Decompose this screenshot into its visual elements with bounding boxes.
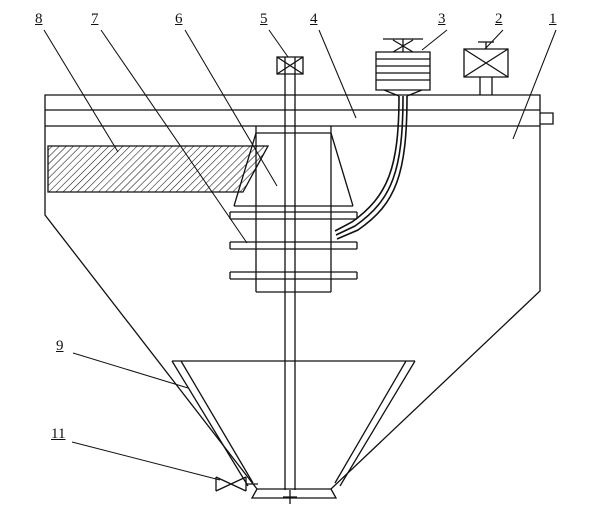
- callout-label-2: 2: [495, 11, 503, 27]
- drive-shaft: [283, 57, 297, 504]
- bottom-flange: [250, 488, 338, 499]
- leader-lines: [43, 29, 557, 481]
- tray-baffles: [229, 211, 358, 280]
- feedwell-column: [255, 126, 332, 293]
- callout-label-11: 11: [51, 426, 66, 442]
- callout-label-6: 6: [175, 11, 183, 27]
- hatched-plate: [47, 145, 270, 193]
- shaft-top-bearing: [276, 56, 304, 75]
- overflow-stub: [540, 112, 554, 125]
- callout-label-5: 5: [260, 11, 268, 27]
- deck-bridge: [45, 109, 540, 127]
- callout-label-9: 9: [56, 338, 64, 354]
- inner-cone: [171, 360, 416, 487]
- junction-box: [463, 41, 509, 95]
- callout-label-8: 8: [35, 11, 43, 27]
- feed-pipe: [334, 95, 408, 240]
- callout-label-1: 1: [549, 11, 557, 27]
- discharge-valve: [215, 476, 258, 492]
- callout-label-7: 7: [91, 11, 99, 27]
- callout-label-4: 4: [310, 11, 318, 27]
- motor-stack: [375, 38, 431, 97]
- feed-cone: [233, 132, 354, 207]
- callout-label-3: 3: [438, 11, 446, 27]
